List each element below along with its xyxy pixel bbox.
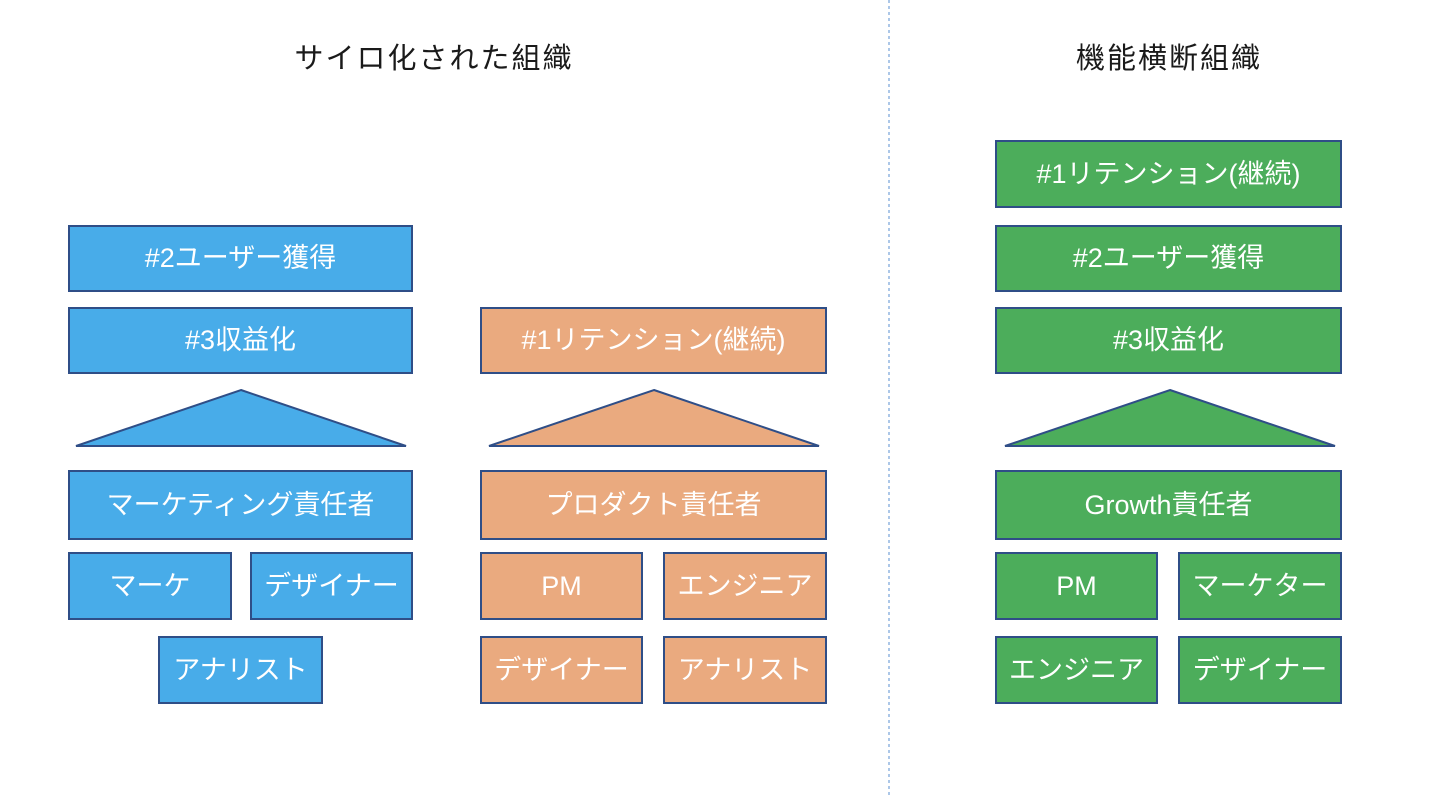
product-silo-member-pm: PM xyxy=(480,552,643,620)
marketing-silo-roof-triangle-icon xyxy=(75,388,407,447)
product-silo-kpi-retention: #1リテンション(継続) xyxy=(480,307,827,374)
product-silo-leader-box: プロダクト責任者 xyxy=(480,470,827,540)
marketing-silo-member-designer: デザイナー xyxy=(250,552,413,620)
marketing-silo-kpi-monetization: #3収益化 xyxy=(68,307,413,374)
cross-functional-member-marketer: マーケター xyxy=(1178,552,1342,620)
product-silo-member-designer: デザイナー xyxy=(480,636,643,704)
cross-functional-org-title: 機能横断組織 xyxy=(1075,43,1263,75)
cross-functional-member-designer: デザイナー xyxy=(1178,636,1342,704)
cross-functional-leader-box: Growth責任者 xyxy=(995,470,1342,540)
siloed-org-title: サイロ化された組織 xyxy=(294,43,574,75)
product-silo-member-analyst: アナリスト xyxy=(663,636,827,704)
cross-functional-kpi-user-acquisition: #2ユーザー獲得 xyxy=(995,225,1342,292)
cross-functional-member-engineer: エンジニア xyxy=(995,636,1158,704)
product-silo-member-engineer: エンジニア xyxy=(663,552,827,620)
marketing-silo-leader-box: マーケティング責任者 xyxy=(68,470,413,540)
cross-functional-kpi-retention: #1リテンション(継続) xyxy=(995,140,1342,208)
marketing-silo-member-marketer: マーケ xyxy=(68,552,232,620)
cross-functional-roof-triangle-icon xyxy=(1004,388,1336,447)
marketing-silo-kpi-user-acquisition: #2ユーザー獲得 xyxy=(68,225,413,292)
marketing-silo-member-analyst: アナリスト xyxy=(158,636,323,704)
cross-functional-kpi-monetization: #3収益化 xyxy=(995,307,1342,374)
product-silo-roof-triangle-icon xyxy=(488,388,820,447)
cross-functional-member-pm: PM xyxy=(995,552,1158,620)
section-divider-line xyxy=(888,0,890,795)
